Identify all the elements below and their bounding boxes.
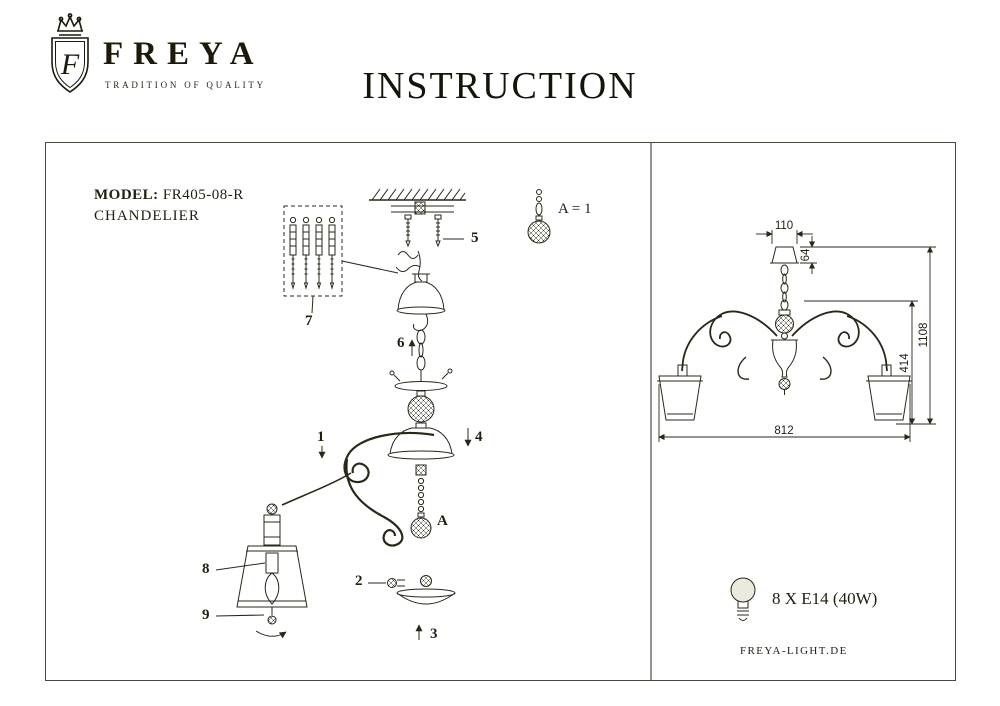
rotate-arrow-icon: [255, 630, 287, 639]
model-label: MODEL:: [94, 187, 159, 203]
part-label-9: 9: [202, 607, 210, 623]
website-text: FREYA-LIGHT.DE: [740, 645, 848, 657]
dimension-110: 110: [774, 220, 794, 232]
assembled-chandelier: [657, 246, 912, 421]
part-label-4: 4: [475, 429, 483, 445]
freya-crest-icon: F: [51, 13, 89, 93]
part-label-2: 2: [355, 573, 363, 589]
canopy: [396, 273, 446, 331]
crest-letter: F: [60, 48, 80, 81]
brand-tagline: TRADITION OF QUALITY: [105, 80, 266, 90]
model-type: CHANDELIER: [94, 208, 200, 224]
dimension-414: 414: [899, 353, 911, 373]
chain-links: [408, 329, 426, 381]
candle-bulb: [264, 572, 280, 605]
hardware-kit: [283, 205, 399, 314]
crystal-note: A = 1: [558, 201, 592, 217]
bottom-canopy: [396, 575, 456, 640]
part-label-5: 5: [471, 230, 479, 246]
part-label-3: 3: [430, 626, 438, 642]
wires: [395, 250, 423, 282]
candle-sleeve: [265, 552, 279, 574]
left-arm: [657, 310, 778, 421]
dimension-lines: [658, 230, 936, 442]
page-title: INSTRUCTION: [362, 65, 638, 107]
part-label-A: A: [437, 513, 448, 529]
brand-name: FREYA: [103, 36, 264, 72]
dimension-1108: 1108: [918, 322, 930, 348]
hook-icon: [413, 313, 429, 331]
right-arm: [791, 310, 912, 421]
bulb-spec: 8 X E14 (40W): [772, 589, 878, 608]
part-label-1: 1: [317, 429, 325, 445]
part-label-8: 8: [202, 561, 210, 577]
column-parts: [387, 368, 472, 539]
bulb-icon: [730, 577, 756, 621]
scroll-arm: [281, 431, 435, 547]
dimension-812: 812: [774, 425, 794, 437]
line-art: [215, 143, 936, 680]
ceiling-mount: [369, 188, 466, 248]
crystal-ball-sample: [527, 189, 551, 244]
stud-part: [368, 578, 405, 588]
part-label-7: 7: [305, 313, 313, 329]
model-value: FR405-08-R: [162, 187, 244, 203]
shade-assembly: [215, 503, 308, 639]
part-label-6: 6: [397, 335, 405, 351]
diagram-panel: MODEL: FR405-08-R CHANDELIER A = 1 5 7 6…: [45, 142, 956, 681]
model-line: MODEL: FR405-08-R: [94, 187, 244, 204]
model-block: MODEL: FR405-08-R CHANDELIER: [94, 187, 244, 225]
dimension-64: 64: [800, 248, 812, 262]
